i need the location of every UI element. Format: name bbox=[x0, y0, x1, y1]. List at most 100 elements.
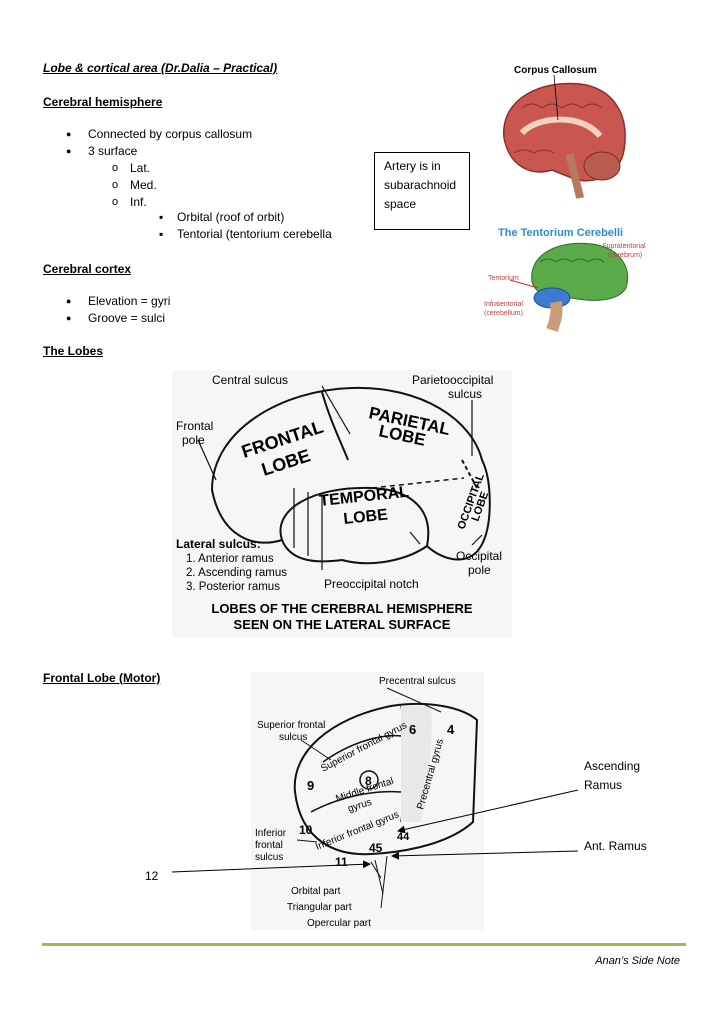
inferior-frontal-sulcus-line bbox=[310, 790, 402, 813]
list-item: Connected by corpus callosum bbox=[60, 126, 252, 143]
cerebral-cortex-list: Elevation = gyri Groove = sulci bbox=[60, 293, 170, 327]
label-pointer bbox=[386, 687, 442, 713]
cerebral-hemisphere-heading: Cerebral hemisphere bbox=[43, 95, 163, 109]
label-pointer bbox=[370, 861, 382, 879]
frontal-pole-label: pole bbox=[182, 433, 205, 447]
superior-frontal-sulcus-line bbox=[322, 734, 402, 763]
number-12-note: 12 bbox=[145, 869, 159, 883]
opercular-part-label: Opercular part bbox=[307, 918, 371, 929]
brainstem-shape bbox=[566, 153, 584, 199]
label-pointer bbox=[321, 385, 351, 435]
area-number: 10 bbox=[299, 823, 313, 837]
lateral-sulcus-label: Lateral sulcus: bbox=[176, 537, 261, 551]
preoccipital-notch-label: Preoccipital notch bbox=[324, 577, 419, 591]
gyri-lines bbox=[521, 103, 603, 109]
ramus-label: 1. Anterior ramus bbox=[186, 553, 274, 565]
note-line: Ascending bbox=[584, 759, 641, 773]
inferior-surface-list: Orbital (roof of orbit) Tentorial (tento… bbox=[157, 209, 332, 243]
area-number: 9 bbox=[307, 778, 314, 793]
list-item: Orbital (roof of orbit) bbox=[157, 209, 332, 226]
list-item: Groove = sulci bbox=[60, 310, 170, 327]
tentorium-figure: The Tentorium Cerebelli Supratentorial (… bbox=[484, 227, 646, 332]
inferior-frontal-gyrus-label: Inferior frontal gyrus bbox=[314, 809, 401, 853]
area-number: 11 bbox=[335, 855, 348, 869]
footer-divider bbox=[42, 943, 686, 946]
label-pointer bbox=[197, 439, 217, 481]
gyri-lines bbox=[513, 149, 555, 154]
label-pointer bbox=[296, 839, 318, 843]
tentorium-label: Tentorium bbox=[488, 275, 519, 282]
anterior-ramus-note: Ant. Ramus bbox=[584, 839, 647, 853]
figure-caption: LOBES OF THE CEREBRAL HEMISPHERE bbox=[211, 601, 473, 616]
gyri-lines bbox=[539, 258, 605, 263]
central-sulcus-line bbox=[321, 391, 349, 461]
superior-frontal-sulcus-label: Superior frontal bbox=[257, 720, 325, 731]
cerebral-hemisphere-list: Connected by corpus callosum 3 surface bbox=[60, 126, 252, 160]
cerebral-cortex-heading: Cerebral cortex bbox=[43, 262, 132, 276]
corpus-callosum-label: Corpus Callosum bbox=[514, 65, 597, 76]
orbital-part-label: Orbital part bbox=[291, 886, 341, 897]
area-number: 8 bbox=[365, 774, 372, 788]
footer-note: Anan’s Side Note bbox=[595, 955, 680, 967]
parietooccipital-label: sulcus bbox=[448, 387, 482, 401]
occipital-pole-label: Occipital bbox=[456, 549, 502, 563]
area-8-circle bbox=[359, 770, 379, 790]
hemisphere-outline bbox=[210, 386, 491, 565]
inferior-frontal-sulcus-label: sulcus bbox=[255, 852, 283, 863]
artery-note-line: space bbox=[384, 197, 417, 211]
occipital-pole-label: pole bbox=[468, 563, 491, 577]
document-title: Lobe & cortical area (Dr.Dalia – Practic… bbox=[43, 61, 278, 75]
artery-note-line: Artery is in bbox=[384, 159, 441, 173]
ramus-label: 2. Ascending ramus bbox=[186, 567, 287, 579]
parietooccipital-line bbox=[461, 459, 478, 489]
frontal-lobe-heading: Frontal Lobe (Motor) bbox=[43, 671, 161, 685]
temporal-lobe-label: TEMPORAL bbox=[319, 484, 410, 510]
supratentorial-label: (cerebrum) bbox=[608, 252, 642, 259]
supratentorial-label: Supratentorial bbox=[602, 243, 646, 250]
tentorium-title: The Tentorium Cerebelli bbox=[498, 227, 623, 239]
artery-note-line: subarachnoid bbox=[384, 178, 457, 192]
brainstem-shape bbox=[546, 301, 563, 332]
label-pointer bbox=[374, 859, 384, 895]
list-item-text: 3 surface bbox=[88, 144, 138, 158]
list-item: Lat. bbox=[108, 160, 157, 177]
frontal-lobe-figure: Precentral sulcus Superior frontal sulcu… bbox=[251, 672, 484, 930]
frontal-pole-label: Frontal bbox=[176, 419, 213, 433]
label-pointer bbox=[300, 739, 332, 761]
lobes-heading: The Lobes bbox=[43, 344, 104, 358]
list-item: Elevation = gyri bbox=[60, 293, 170, 310]
label-pointer bbox=[471, 534, 483, 546]
temporal-lobe-label: LOBE bbox=[343, 506, 389, 528]
infratentorial-label: (cerebellum) bbox=[484, 310, 523, 317]
figure-caption: SEEN ON THE LATERAL SURFACE bbox=[234, 617, 451, 632]
cerebellum-shape bbox=[583, 151, 621, 181]
label-pointer bbox=[509, 279, 539, 289]
note-line: Ramus bbox=[584, 778, 623, 792]
ascending-ramus-note: Ascending Ramus bbox=[584, 757, 640, 795]
lobes-figure: Central sulcus Parietooccipital sulcus F… bbox=[172, 370, 512, 638]
frontal-outline bbox=[293, 703, 479, 856]
central-sulcus-label: Central sulcus bbox=[212, 373, 288, 387]
corpus-callosum-figure: Corpus Callosum bbox=[503, 65, 626, 199]
area-number: 4 bbox=[447, 722, 455, 737]
precentral-sulcus-label: Precentral sulcus bbox=[379, 676, 456, 687]
temporal-outline bbox=[279, 486, 430, 547]
area-number: 6 bbox=[409, 722, 416, 737]
corpus-callosum-band bbox=[519, 116, 603, 139]
list-item: 3 surface bbox=[60, 143, 252, 160]
list-item: Inf. bbox=[108, 194, 157, 211]
temporo-occipital-line bbox=[371, 477, 465, 489]
label-pointer bbox=[553, 74, 559, 121]
inferior-frontal-sulcus-label: frontal bbox=[255, 840, 283, 851]
list-item: Med. bbox=[108, 177, 157, 194]
infratentorial-label: Infratentorial bbox=[484, 301, 523, 308]
parietooccipital-label: Parietooccipital bbox=[412, 373, 493, 387]
inferior-frontal-sulcus-label: Inferior bbox=[255, 828, 287, 839]
label-pointer bbox=[409, 531, 421, 545]
surface-list: Lat. Med. Inf. bbox=[108, 160, 157, 211]
area-number: 44 bbox=[397, 831, 410, 843]
area-number: 45 bbox=[369, 841, 383, 855]
triangular-part-label: Triangular part bbox=[287, 902, 352, 913]
label-pointer bbox=[380, 855, 388, 909]
ramus-label: 3. Posterior ramus bbox=[186, 581, 280, 593]
